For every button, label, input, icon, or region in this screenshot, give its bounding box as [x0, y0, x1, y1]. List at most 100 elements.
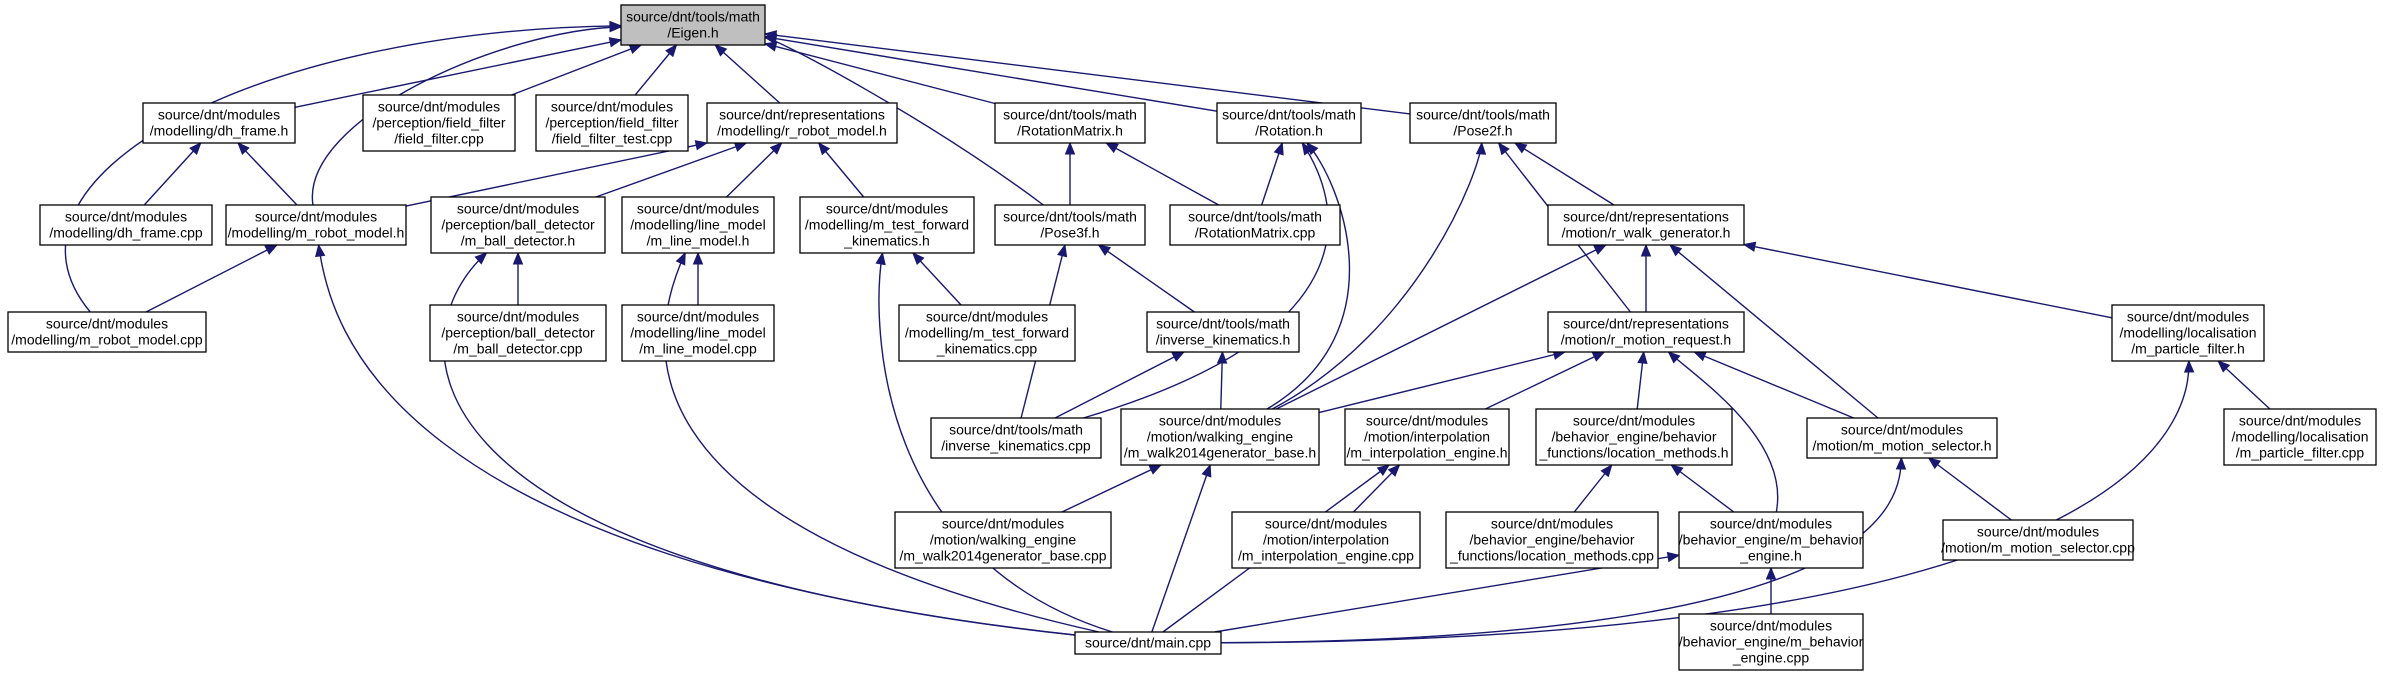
edge-m_line_model_cpp-to-m_line_model_h: [692, 251, 704, 305]
node-box: [1445, 511, 1659, 569]
node-label-line: source/dnt/modules: [1366, 413, 1488, 429]
node-label-line: /m_line_model.h: [647, 233, 750, 249]
edge-line: [726, 142, 783, 198]
node-m_interpolation_cpp[interactable]: source/dnt/modules/motion/interpolation/…: [1231, 511, 1421, 569]
arrow-head: [1057, 243, 1068, 258]
node-pose2f_h[interactable]: source/dnt/tools/math/Pose2f.h: [1409, 102, 1557, 144]
node-rotation_matrix_cpp[interactable]: source/dnt/tools/math/RotationMatrix.cpp: [1169, 204, 1341, 246]
node-label-line: /modelling/r_robot_model.h: [717, 123, 887, 139]
node-box: [930, 417, 1102, 459]
node-inverse_kinematics_h[interactable]: source/dnt/tools/math/inverse_kinematics…: [1146, 311, 1300, 353]
node-m_robot_model_h[interactable]: source/dnt/modules/modelling/m_robot_mod…: [225, 204, 407, 246]
edge-line: [1220, 360, 2190, 644]
edge-pose3f_h-to-eigen: [763, 34, 1044, 206]
node-m_motion_selector_h[interactable]: source/dnt/modules/motion/m_motion_selec…: [1806, 417, 1998, 459]
edge-inverse_kinematics_cpp-to-rotation_h: [1083, 141, 1329, 419]
node-m_motion_selector_cpp[interactable]: source/dnt/modules/motion/m_motion_selec…: [1941, 519, 2135, 561]
edge-line: [1061, 464, 1162, 513]
arrow-head: [2183, 359, 2195, 373]
node-m_ball_detector_cpp[interactable]: source/dnt/modules/perception/ball_detec…: [429, 304, 607, 362]
node-label-line: source/dnt/modules: [1710, 618, 1832, 634]
node-label-line: /behavior_engine/m_behavior: [1679, 634, 1864, 650]
node-location_methods_h[interactable]: source/dnt/modules/behavior_engine/behav…: [1535, 408, 1733, 466]
edge-pose2f_h-to-eigen: [763, 30, 1411, 115]
arrow-head: [694, 140, 709, 151]
node-pose3f_h[interactable]: source/dnt/tools/math/Pose3f.h: [994, 204, 1146, 246]
node-location_methods_cpp[interactable]: source/dnt/modules/behavior_engine/behav…: [1445, 511, 1659, 569]
node-label-line: _engine.cpp: [1732, 650, 1810, 666]
edge-line: [311, 26, 622, 206]
edge-line: [237, 142, 298, 206]
arrow-head: [733, 141, 748, 152]
node-label-line: /inverse_kinematics.cpp: [941, 438, 1091, 454]
node-box: [535, 94, 689, 152]
node-m_ball_detector_h[interactable]: source/dnt/modules/perception/ball_detec…: [430, 196, 606, 254]
node-label-line: /m_interpolation_engine.h: [1346, 445, 1507, 461]
node-label-line: /motion/interpolation: [1263, 532, 1389, 548]
node-m_particle_filter_cpp[interactable]: source/dnt/modules/modelling/localisatio…: [2223, 408, 2377, 466]
arrow-head: [1667, 351, 1681, 364]
node-rotation_h[interactable]: source/dnt/tools/math/Rotation.h: [1216, 102, 1362, 144]
node-m_line_model_cpp[interactable]: source/dnt/modules/modelling/line_model/…: [621, 304, 775, 362]
arrow-head: [1693, 351, 1707, 362]
node-m_robot_model_cpp[interactable]: source/dnt/modules/modelling/m_robot_mod…: [7, 311, 207, 353]
edge-r_walk_generator_h-to-pose2f_h: [1513, 142, 1615, 206]
node-box: [225, 204, 407, 246]
node-r_robot_model_h[interactable]: source/dnt/representations/modelling/r_r…: [706, 102, 898, 144]
node-main_cpp[interactable]: source/dnt/main.cpp: [1074, 631, 1222, 655]
node-rotation_matrix_h[interactable]: source/dnt/tools/math/RotationMatrix.h: [994, 102, 1146, 144]
node-box: [1120, 408, 1320, 466]
node-label-line: source/dnt/tools/math: [949, 422, 1083, 438]
node-m_test_fk_cpp[interactable]: source/dnt/modules/modelling/m_test_forw…: [898, 304, 1076, 362]
node-box: [1231, 511, 1421, 569]
node-box: [1547, 311, 1745, 353]
edge-r_robot_model_h-to-eigen: [714, 44, 781, 104]
edge-field_filter_cpp-to-eigen: [511, 44, 643, 96]
node-label-line: /RotationMatrix.cpp: [1195, 225, 1316, 241]
edge-line: [1670, 464, 1735, 513]
arrow-head: [1273, 141, 1284, 156]
edge-line: [145, 244, 278, 313]
node-label-line: /perception/field_filter: [545, 115, 678, 131]
node-label-line: /modelling/m_robot_model.h: [228, 225, 405, 241]
node-field_filter_test_cpp[interactable]: source/dnt/modules/perception/field_filt…: [535, 94, 689, 152]
edge-line: [663, 252, 1100, 633]
node-field_filter_cpp[interactable]: source/dnt/modules/perception/field_filt…: [362, 94, 516, 152]
edge-line: [1318, 351, 1566, 414]
edge-m_interpolation_h-to-r_motion_request_h: [1485, 351, 1606, 410]
node-r_walk_generator_h[interactable]: source/dnt/representations/motion/r_walk…: [1547, 204, 1745, 246]
edge-m_walk2014_h-to-inverse_kinematics_h: [1216, 350, 1228, 410]
node-box: [362, 94, 516, 152]
node-label-line: _kinematics.h: [843, 233, 930, 249]
node-label-line: /motion/r_walk_generator.h: [1562, 225, 1731, 241]
node-label-line: source/dnt/modules: [1977, 524, 2099, 540]
node-label-line: /m_interpolation_engine.cpp: [1238, 548, 1414, 564]
node-label-line: /m_walk2014generator_base.cpp: [899, 548, 1106, 564]
node-dh_frame_cpp[interactable]: source/dnt/modules/modelling/dh_frame.cp…: [39, 204, 213, 246]
edge-rotation_matrix_cpp-to-rotation_h: [1261, 141, 1284, 206]
node-m_behavior_engine_cpp[interactable]: source/dnt/modules/behavior_engine/m_beh…: [1678, 613, 1864, 671]
node-inverse_kinematics_cpp[interactable]: source/dnt/tools/math/inverse_kinematics…: [930, 417, 1102, 459]
node-r_motion_request_h[interactable]: source/dnt/representations/motion/r_moti…: [1547, 311, 1745, 353]
edge-line: [1272, 142, 1483, 410]
node-m_walk2014_h[interactable]: source/dnt/modules/motion/walking_engine…: [1120, 408, 1320, 466]
node-m_interpolation_h[interactable]: source/dnt/modules/motion/interpolation/…: [1344, 408, 1510, 466]
arrow-head: [512, 251, 524, 265]
node-box: [1535, 408, 1733, 466]
arrow-head: [237, 142, 250, 155]
node-label-line: /Pose3f.h: [1040, 225, 1099, 241]
edge-line: [2217, 360, 2271, 410]
node-m_line_model_h[interactable]: source/dnt/modules/modelling/line_model/…: [621, 196, 775, 254]
node-label-line: /motion/m_motion_selector.cpp: [1941, 540, 2135, 556]
arrow-head: [628, 44, 643, 55]
node-m_walk2014_cpp[interactable]: source/dnt/modules/motion/walking_engine…: [894, 511, 1112, 569]
edge-rotation_matrix_cpp-to-rotation_matrix_h: [1105, 142, 1220, 206]
node-dh_frame_h[interactable]: source/dnt/modules/modelling/dh_frame.h: [142, 102, 296, 144]
arrow-head: [1765, 566, 1777, 580]
node-label-line: /perception/ball_detector: [441, 217, 595, 233]
node-m_test_fk_h[interactable]: source/dnt/modules/modelling/m_test_forw…: [799, 196, 975, 254]
edge-location_methods_h-to-r_motion_request_h: [1636, 350, 1648, 410]
node-m_particle_filter_h[interactable]: source/dnt/modules/modelling/localisatio…: [2111, 304, 2265, 362]
node-eigen[interactable]: source/dnt/tools/math/Eigen.h: [620, 4, 766, 46]
node-m_behavior_engine_h[interactable]: source/dnt/modules/behavior_engine/m_beh…: [1678, 511, 1864, 569]
